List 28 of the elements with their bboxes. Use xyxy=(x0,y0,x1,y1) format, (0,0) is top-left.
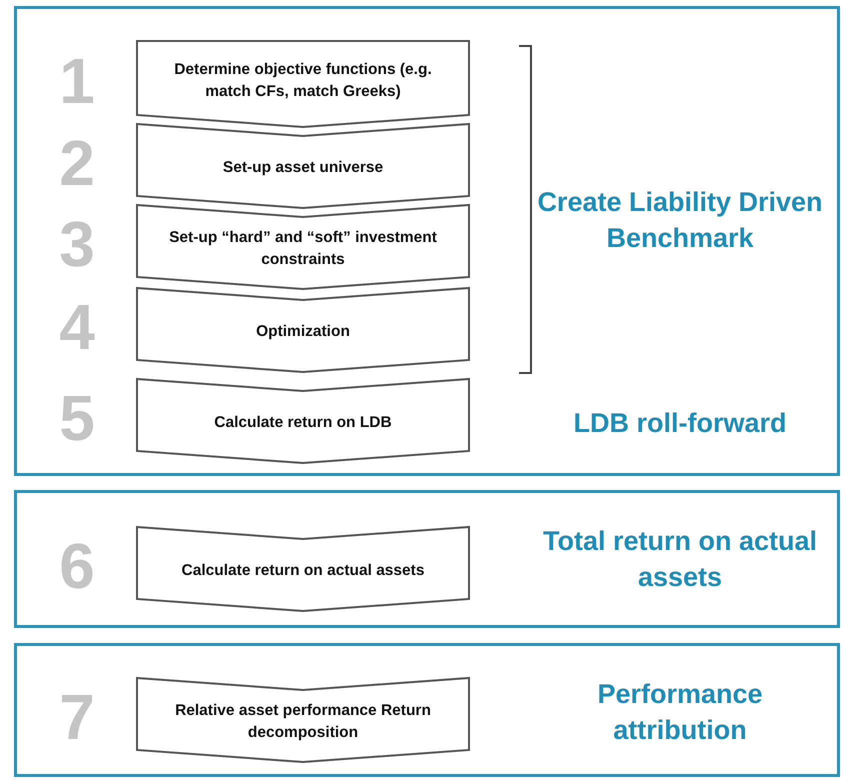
step-number: 2 xyxy=(58,128,96,198)
section-heading: Create Liability Driven Benchmark xyxy=(536,186,824,255)
step-text: Determine objective functions (e.g. match CFs, match Greeks) xyxy=(173,60,433,102)
step-number: 1 xyxy=(58,46,96,116)
chevron-step xyxy=(137,205,469,289)
step-text: Optimization xyxy=(256,322,350,342)
chevron-step xyxy=(137,678,469,762)
step-number: 3 xyxy=(58,209,96,279)
step-text: Calculate return on LDB xyxy=(214,413,392,433)
section-panel xyxy=(14,490,840,628)
chevron-step xyxy=(137,124,469,208)
section-panel xyxy=(14,643,840,777)
chevron-step xyxy=(137,379,469,463)
section-heading: LDB roll-forward xyxy=(572,407,788,440)
step-text: Set-up asset universe xyxy=(222,158,384,178)
step-number: 4 xyxy=(58,292,96,362)
section-heading: Total return on actual assets xyxy=(542,525,818,594)
step-text: Relative asset performance Return decomposition xyxy=(174,701,432,743)
chevron-step xyxy=(137,527,469,611)
section-heading: Performance attribution xyxy=(596,678,764,747)
step-number: 5 xyxy=(58,383,96,453)
step-text: Calculate return on actual assets xyxy=(182,561,424,581)
section-panel xyxy=(14,6,840,476)
step-text: Set-up “hard” and “soft” investment constraints xyxy=(168,228,438,270)
chevron-step xyxy=(137,288,469,372)
step-number: 7 xyxy=(58,682,96,752)
step-number: 6 xyxy=(58,531,96,601)
chevron-step xyxy=(137,41,469,127)
